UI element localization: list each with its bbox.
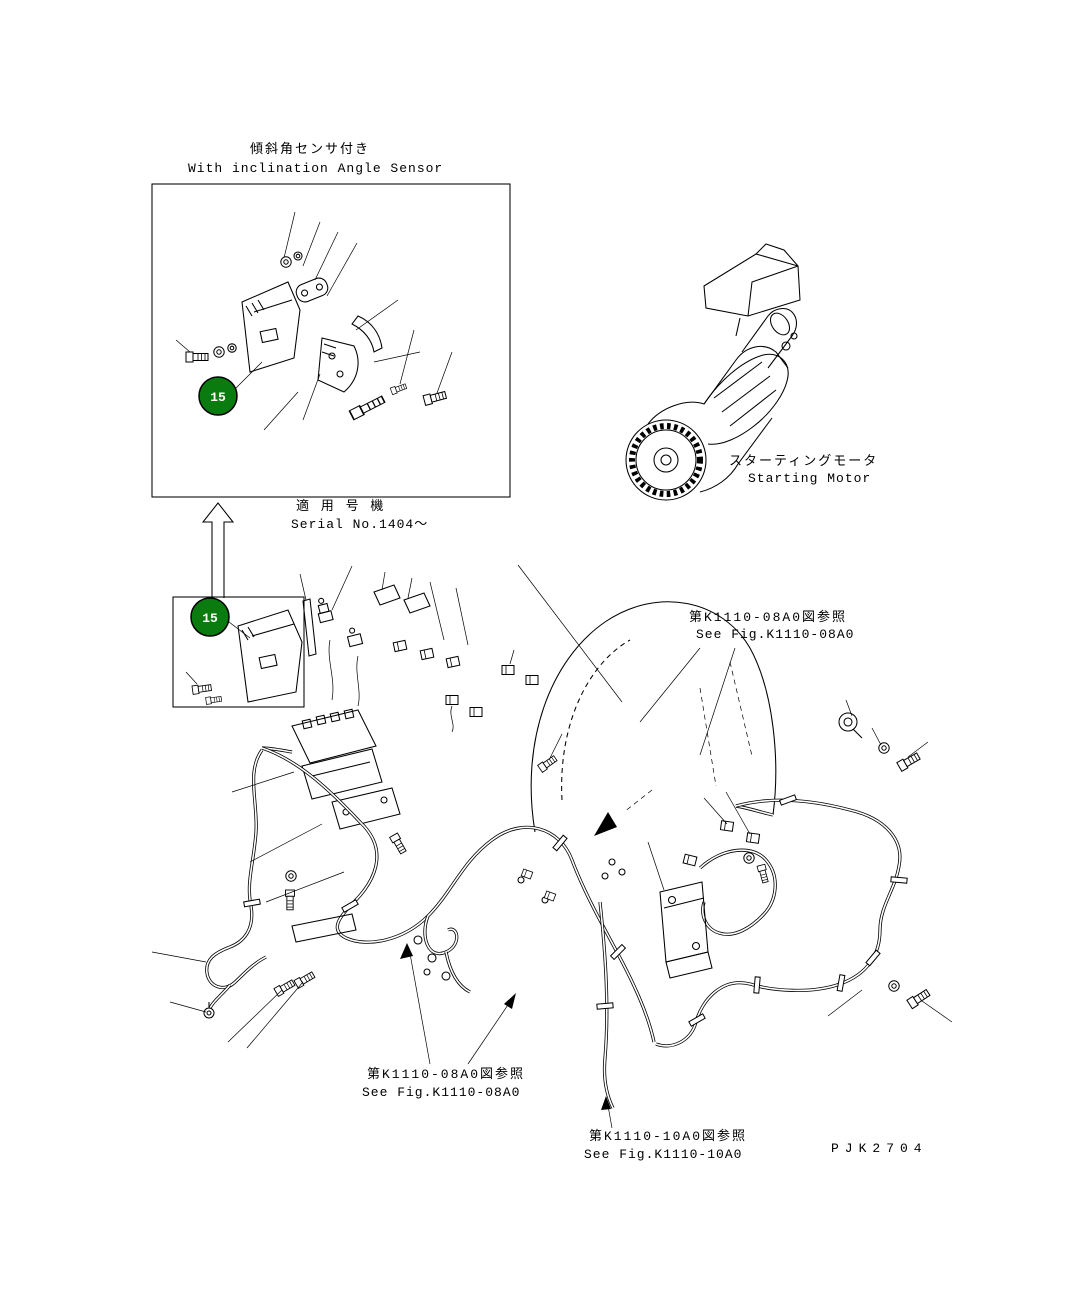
sensor-cover-lower — [237, 609, 303, 703]
harness-clamp — [753, 976, 761, 994]
bolt — [537, 754, 559, 773]
connector — [543, 890, 557, 902]
long-bolt — [348, 394, 387, 421]
inclination-sensor — [295, 277, 329, 303]
harness-clamp — [836, 974, 846, 992]
bolt — [756, 863, 770, 884]
bolt — [293, 970, 317, 989]
callout-badge-lower: 15 — [190, 597, 230, 637]
bolt — [896, 751, 922, 772]
ref-bottom-en: See Fig.K1110-10A0 — [584, 1147, 743, 1162]
bolt — [191, 682, 213, 695]
wiring-harness — [203, 746, 908, 1109]
ref-upper-right-en: See Fig.K1110-08A0 — [696, 627, 855, 642]
inset-title-jp: 傾斜角センサ付き — [250, 142, 371, 157]
ref-upper-right-jp: 第K1110-08A0図参照 — [689, 610, 848, 625]
relay-assembly — [285, 565, 563, 911]
callout-label-upper: 15 — [210, 390, 226, 405]
connector — [392, 639, 408, 653]
inset-frame — [151, 183, 511, 498]
left-harness-parts — [208, 868, 557, 1008]
connector — [469, 707, 483, 717]
engine-housing-outline — [517, 564, 777, 836]
connector — [501, 665, 515, 675]
callout-circle-upper — [198, 376, 238, 416]
washer — [285, 870, 297, 882]
mounting-bracket — [659, 881, 709, 963]
bolt — [389, 832, 408, 856]
leader-lines — [151, 647, 953, 1129]
solenoid — [741, 307, 798, 369]
bolt — [906, 987, 932, 1010]
bolt — [273, 978, 297, 997]
connector — [745, 832, 761, 844]
serial-note-en: Serial No.1404～ — [291, 517, 429, 532]
harness-clamp — [341, 899, 359, 913]
washer — [213, 346, 225, 358]
screw — [389, 382, 408, 396]
curved-shim — [351, 315, 383, 353]
harness-clamp — [890, 876, 908, 884]
direction-arrow — [594, 812, 617, 836]
sector-bracket — [317, 337, 359, 393]
relay-box — [291, 709, 377, 764]
right-harness-parts — [601, 712, 932, 1010]
drawing-number: PJK2704 — [831, 1141, 928, 1156]
starting-motor-label-jp: スターティングモータ — [729, 454, 879, 469]
bolt — [422, 389, 448, 406]
bolt — [185, 351, 209, 363]
connector — [525, 675, 539, 685]
harness-clamp — [865, 949, 881, 967]
harness-clamp — [779, 794, 797, 806]
connector — [419, 647, 435, 661]
callout-label-lower: 15 — [202, 611, 218, 626]
washer — [888, 980, 900, 992]
connector — [445, 695, 459, 705]
sensor-cover — [241, 281, 301, 373]
bolt — [205, 695, 223, 705]
starting-motor-drawing — [625, 243, 801, 501]
starting-motor-label-en: Starting Motor — [748, 471, 872, 486]
callout-circle-lower — [190, 597, 230, 637]
connector — [719, 820, 735, 832]
inset-title-en: With inclination Angle Sensor — [188, 161, 444, 176]
washer — [743, 852, 755, 864]
lower-sensor-group — [172, 596, 305, 708]
motor-body — [703, 353, 789, 445]
connector — [682, 853, 698, 867]
harness-clamp — [243, 898, 261, 908]
connector — [445, 655, 461, 669]
ref-bottom-jp: 第K1110-10A0図参照 — [589, 1129, 748, 1144]
callout-badge-upper: 15 — [198, 376, 238, 416]
washer — [280, 256, 292, 268]
serial-note-jp: 適 用 号 機 — [296, 499, 386, 514]
up-arrow — [201, 502, 235, 598]
harness-bar — [291, 913, 357, 943]
harness-clamp — [596, 1002, 614, 1010]
inset-exploded-view — [151, 183, 511, 498]
ref-lower-middle-jp: 第K1110-08A0図参照 — [367, 1067, 526, 1082]
ref-lower-middle-en: See Fig.K1110-08A0 — [362, 1085, 521, 1100]
ring-terminal — [203, 1007, 215, 1019]
